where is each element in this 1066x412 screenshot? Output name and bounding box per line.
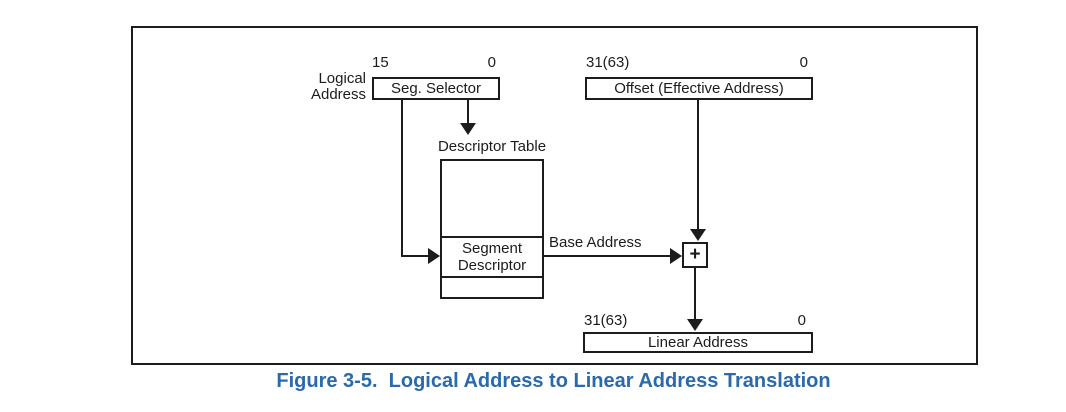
offset-bit-high-label: 31(63) [586, 54, 630, 71]
seg-selector-bit-high-label: 15 [372, 54, 389, 71]
adder-to-linear-arrowhead-icon [687, 319, 703, 331]
offset-to-adder-line [697, 100, 699, 229]
linear-address-bits-row: 31(63) 0 [584, 313, 806, 329]
descriptor-table-title: Descriptor Table [437, 138, 547, 155]
logical-address-label: Logical Address [310, 70, 366, 103]
base-address-arrowhead-icon [670, 248, 682, 264]
base-address-arrow-line [544, 255, 671, 257]
base-address-label: Base Address [549, 234, 642, 251]
selector-to-descriptor-hline [401, 255, 429, 257]
offset-to-adder-arrowhead-icon [690, 229, 706, 241]
descriptor-table-box [440, 159, 544, 299]
selector-to-descriptor-vline [401, 100, 403, 257]
linear-address-bit-high-label: 31(63) [584, 312, 628, 329]
offset-bits-row: 31(63) 0 [586, 55, 808, 71]
linear-address-bit-low-label: 0 [797, 312, 806, 329]
segment-descriptor-label: Segment Descriptor [457, 240, 527, 274]
descriptor-table-divider-top [442, 236, 542, 238]
seg-selector-bits-row: 15 0 [372, 55, 496, 71]
adder-to-linear-line [694, 268, 696, 320]
seg-selector-box: Seg. Selector [372, 77, 500, 100]
descriptor-table-divider-bottom [442, 276, 542, 278]
selector-to-table-arrowhead-icon [460, 123, 476, 135]
selector-to-table-arrow-line [467, 100, 469, 125]
seg-selector-bit-low-label: 0 [487, 54, 496, 71]
offset-box: Offset (Effective Address) [585, 77, 813, 100]
linear-address-box: Linear Address [583, 332, 813, 353]
figure-caption: Figure 3-5. Logical Address to Linear Ad… [276, 370, 831, 392]
offset-bit-low-label: 0 [799, 54, 808, 71]
selector-to-descriptor-arrowhead-icon [428, 248, 440, 264]
adder-box: + [682, 242, 708, 268]
figure-frame [131, 26, 978, 365]
